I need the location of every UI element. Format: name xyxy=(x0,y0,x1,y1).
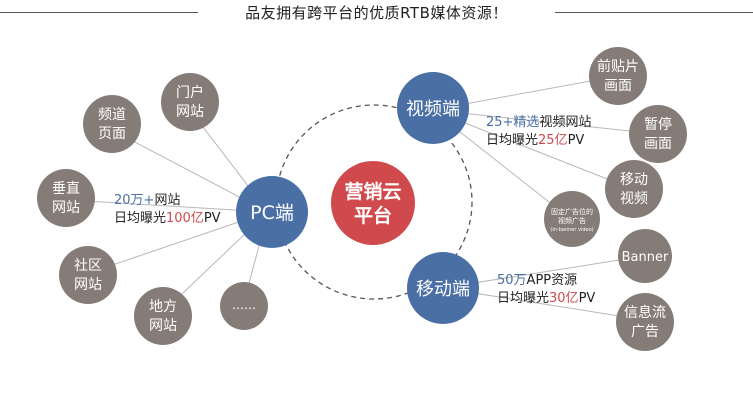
video-stats-count: 25+精选 xyxy=(486,115,539,130)
mobile-stats-unit: APP资源 xyxy=(527,273,578,288)
node-feed: 信息流 广告 xyxy=(616,293,674,351)
video-stats-line1: 25+精选视频网站 xyxy=(486,115,591,130)
mobile-stats-daily: 日均曝光 xyxy=(497,291,549,306)
header: 品友拥有跨平台的优质RTB媒体资源！ xyxy=(0,0,753,24)
mobile-stats-line2: 日均曝光30亿PV xyxy=(497,291,595,306)
node-pause: 暂停 画面 xyxy=(629,105,687,163)
node-fixed-video-ad: 固定广告位的 视频广告 (in-banner video) xyxy=(544,191,600,247)
mobile-stats-count: 50万 xyxy=(497,273,527,288)
platform-ring xyxy=(275,104,473,300)
node-portal: 门户 网站 xyxy=(161,73,219,131)
video-stats-impressions: 25亿 xyxy=(538,133,568,148)
hub-mobile: 移动端 xyxy=(407,252,479,324)
node-vertical-line2: 网站 xyxy=(52,200,80,216)
node-local-line1: 地方 xyxy=(149,299,177,315)
video-stats-pv: PV xyxy=(568,133,585,148)
video-stats: 25+精选视频网站 日均曝光25亿PV xyxy=(486,115,591,148)
node-banner: Banner xyxy=(618,229,672,283)
hub-pc-label: PC端 xyxy=(250,202,294,224)
node-community: 社区 网站 xyxy=(59,246,117,304)
center-platform: 营销云 平台 xyxy=(331,161,415,245)
pc-stats-count: 20万+ xyxy=(114,193,154,208)
node-more-label: …… xyxy=(232,298,256,312)
hub-mobile-label: 移动端 xyxy=(416,279,470,300)
node-feed-line1: 信息流 xyxy=(624,304,666,321)
hub-video-label: 视频端 xyxy=(406,99,460,120)
node-fixed-line2: 视频广告 xyxy=(558,216,586,225)
node-mobile-video-line1: 移动 xyxy=(620,172,648,188)
pc-stats: 20万+网站 日均曝光100亿PV xyxy=(114,193,221,226)
pc-stats-line1: 20万+网站 xyxy=(114,193,180,208)
node-mobile-video: 移动 视频 xyxy=(605,160,663,218)
mobile-stats-impressions: 30亿 xyxy=(549,291,579,306)
page-title: 品友拥有跨平台的优质RTB媒体资源！ xyxy=(245,4,508,22)
node-channel-line2: 页面 xyxy=(98,126,126,142)
video-stats-daily: 日均曝光 xyxy=(486,133,538,148)
node-preroll-line1: 前贴片 xyxy=(597,58,639,75)
center-line2: 平台 xyxy=(354,204,392,227)
mobile-stats-pv: PV xyxy=(579,291,596,306)
node-local-line2: 网站 xyxy=(149,318,177,334)
node-portal-line2: 网站 xyxy=(176,104,204,120)
node-more: …… xyxy=(220,282,268,330)
edge-video-pause xyxy=(431,109,659,135)
mobile-stats-line1: 50万APP资源 xyxy=(497,273,577,288)
pc-stats-line2: 日均曝光100亿PV xyxy=(114,211,221,226)
node-fixed-line3: (in-banner video) xyxy=(550,227,593,233)
hub-video: 视频端 xyxy=(397,72,469,144)
pc-stats-impressions: 100亿 xyxy=(166,211,204,226)
node-pause-line1: 暂停 xyxy=(644,116,672,133)
center-line1: 营销云 xyxy=(344,180,401,203)
node-community-line1: 社区 xyxy=(74,258,102,274)
pc-stats-pv: PV xyxy=(204,211,221,226)
mobile-stats: 50万APP资源 日均曝光30亿PV xyxy=(497,273,595,306)
node-channel-line1: 频道 xyxy=(98,107,126,123)
node-vertical: 垂直 网站 xyxy=(37,169,95,227)
node-local: 地方 网站 xyxy=(134,287,192,345)
hub-pc: PC端 xyxy=(236,176,308,248)
pc-stats-daily: 日均曝光 xyxy=(114,211,166,226)
edge-pc-vertical xyxy=(69,199,269,213)
video-stats-unit: 视频网站 xyxy=(539,115,591,130)
node-portal-line1: 门户 xyxy=(176,84,204,101)
header-rule-left xyxy=(0,12,198,13)
video-stats-line2: 日均曝光25亿PV xyxy=(486,133,584,148)
node-community-line2: 网站 xyxy=(74,277,102,293)
pc-stats-unit: 网站 xyxy=(154,193,180,208)
node-mobile-video-line2: 视频 xyxy=(620,191,648,207)
node-channel: 频道 页面 xyxy=(83,95,141,153)
header-rule-right xyxy=(555,12,753,13)
node-preroll: 前贴片 画面 xyxy=(589,47,647,105)
node-feed-line2: 广告 xyxy=(631,324,659,340)
node-vertical-line1: 垂直 xyxy=(52,180,80,197)
node-preroll-line2: 画面 xyxy=(604,78,632,94)
node-pause-line2: 画面 xyxy=(644,136,672,152)
node-banner-label: Banner xyxy=(622,250,669,265)
node-fixed-line1: 固定广告位的 xyxy=(551,207,593,216)
